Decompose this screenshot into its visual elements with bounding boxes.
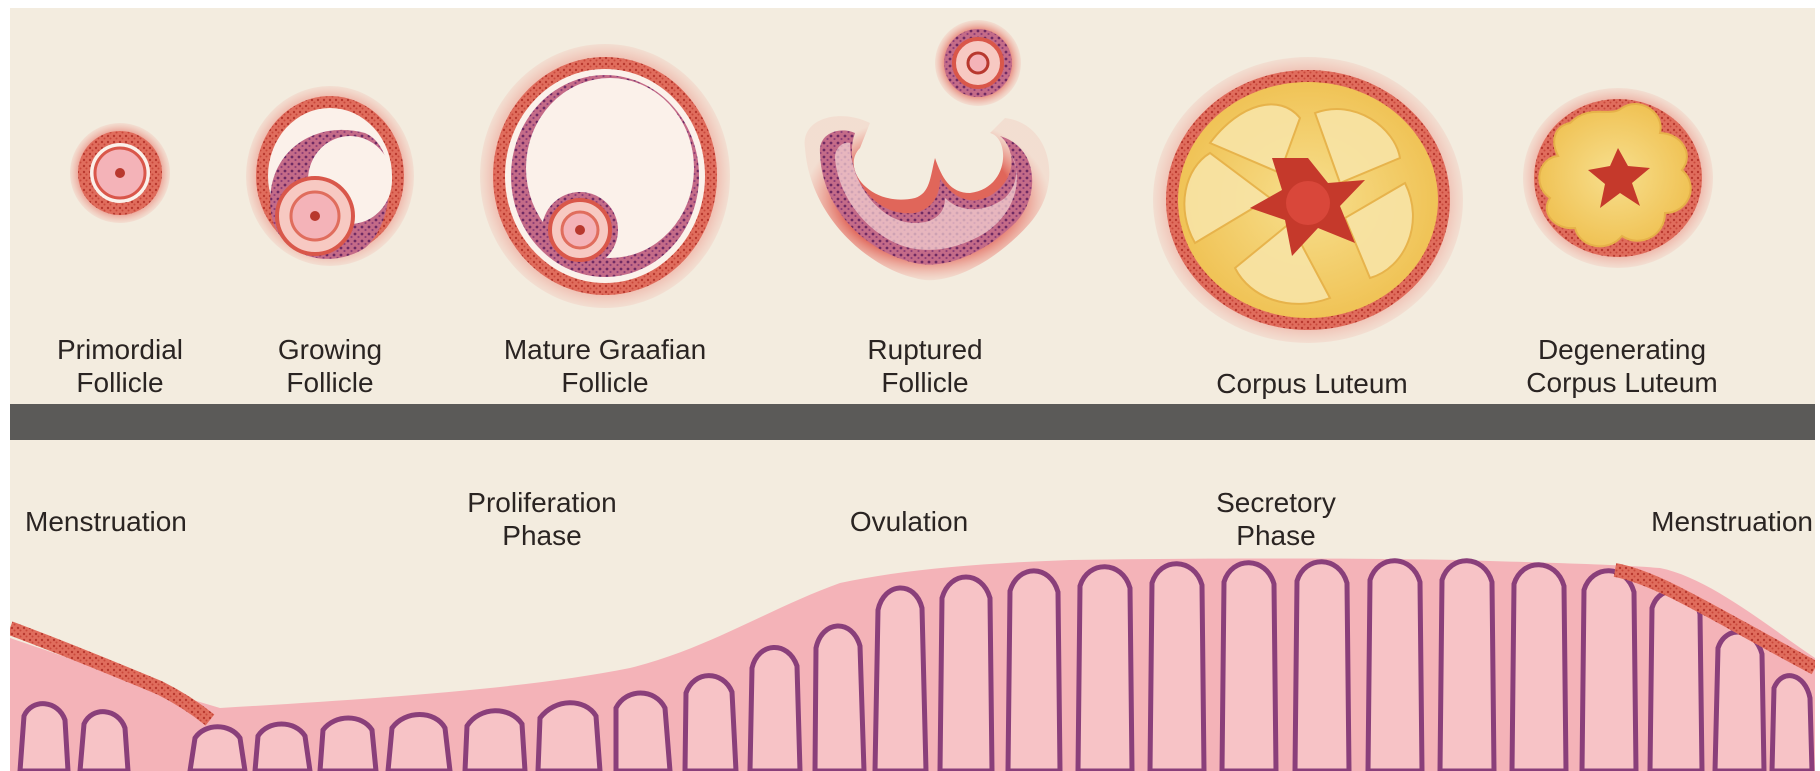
divider-band [10, 404, 1815, 440]
corpus-luteum-drawing [1153, 57, 1463, 343]
degenerating-corpus-luteum-drawing [1523, 88, 1713, 268]
phase-label-menstruation-end: Menstruation [1651, 505, 1813, 538]
stage-label-corpus-luteum: Corpus Luteum [1216, 367, 1407, 400]
primordial-follicle-drawing [70, 123, 170, 223]
phase-label-menstruation-start: Menstruation [25, 505, 187, 538]
growing-follicle-drawing [246, 86, 414, 266]
phase-label-ovulation: Ovulation [850, 505, 968, 538]
ruptured-follicle-drawing [805, 20, 1050, 280]
endometrium-drawing [10, 559, 1815, 771]
mature-graafian-follicle-drawing [480, 44, 730, 308]
